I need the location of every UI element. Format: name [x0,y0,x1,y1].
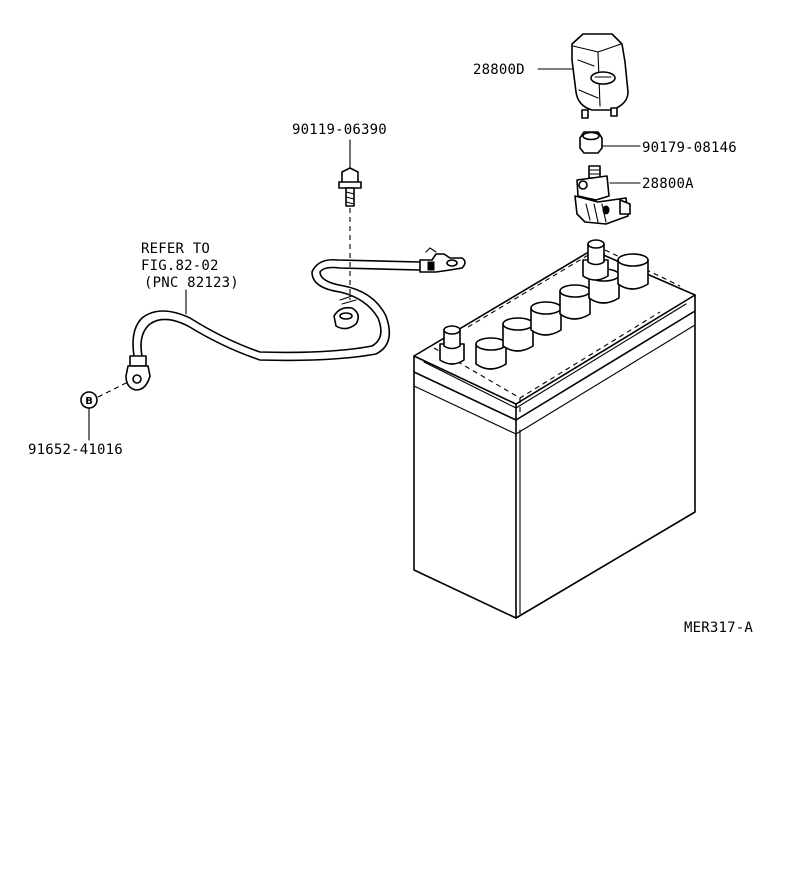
bolt-marker-letter: B [85,396,93,407]
battery [413,239,696,619]
cell-caps [475,253,649,370]
figure-code: MER317-A [684,620,753,636]
negative-terminal [439,325,465,365]
part-label-91652-41016: 91652-41016 [28,442,123,458]
bolt-90119-06390 [338,139,362,300]
bolt-marker-91652-41016 [80,381,129,441]
part-label-90179-08146: 90179-08146 [642,140,737,156]
reference-note-line2: FIG.82-02 [141,258,219,274]
terminal-cover-28800D [537,33,629,119]
part-label-90119-06390: 90119-06390 [292,122,387,138]
ground-cable [125,247,466,391]
terminal-clamp-28800A [574,165,641,225]
reference-note-line3: (PNC 82123) [144,275,239,291]
part-label-28800D: 28800D [473,62,525,78]
nut-90179-08146 [579,131,641,154]
reference-note-line1: REFER TO [141,241,210,257]
part-label-28800A: 28800A [642,176,694,192]
positive-terminal [582,239,609,281]
